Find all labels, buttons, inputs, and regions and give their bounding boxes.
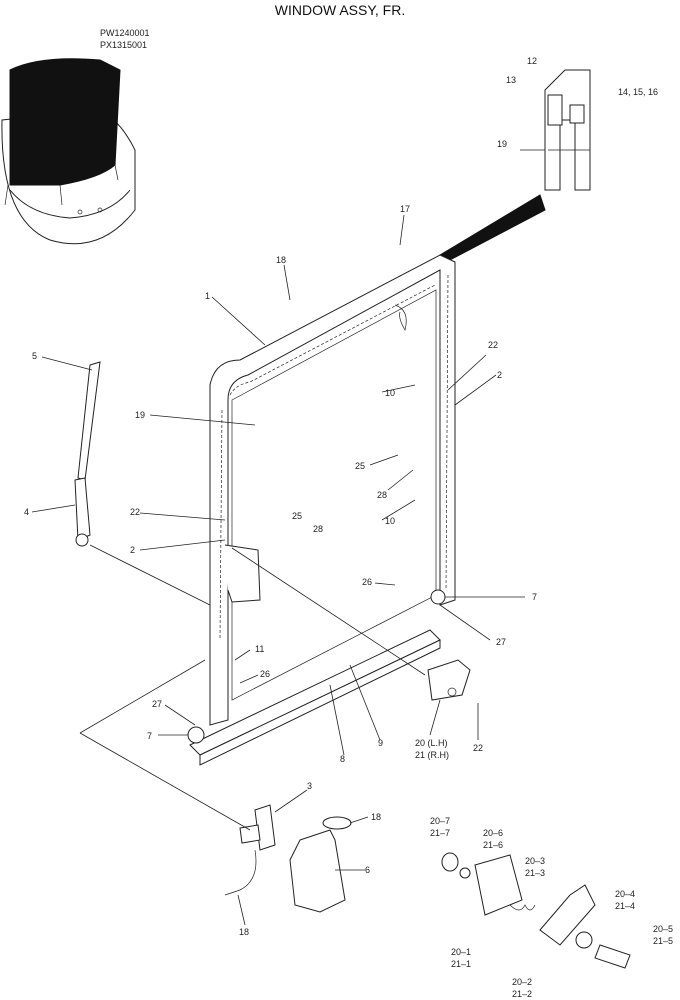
callout-28b: 28 bbox=[313, 524, 323, 534]
callout-22a: 22 bbox=[488, 340, 498, 350]
callout-19a: 19 bbox=[497, 139, 507, 149]
window-frame bbox=[187, 254, 456, 766]
washer-tank bbox=[289, 816, 352, 913]
callout-18a: 18 bbox=[276, 255, 286, 265]
callout-6: 6 bbox=[365, 865, 370, 875]
callout-20-1: 20–1 bbox=[451, 947, 471, 957]
callout-22b: 22 bbox=[130, 507, 140, 517]
callout-10b: 10 bbox=[385, 516, 395, 526]
callout-20: 20 (L.H) bbox=[415, 738, 448, 748]
callout-labels: 1 22 2 2 3 4 5 6 7 7 8 9 10 10 11 12 13 … bbox=[24, 56, 673, 999]
callout-10a: 10 bbox=[385, 388, 395, 398]
callout-21-4: 21–4 bbox=[615, 901, 635, 911]
callout-20-4: 20–4 bbox=[615, 889, 635, 899]
latch-assembly bbox=[427, 659, 471, 701]
diagram-title: WINDOW ASSY, FR. bbox=[275, 2, 405, 18]
latch-exploded-parts bbox=[441, 852, 631, 969]
callout-21-5: 21–5 bbox=[653, 936, 673, 946]
callout-2a: 2 bbox=[497, 370, 502, 380]
hinge-detail bbox=[438, 69, 591, 261]
callout-3: 3 bbox=[307, 781, 312, 791]
callout-19b: 19 bbox=[135, 410, 145, 420]
callout-27b: 27 bbox=[496, 637, 506, 647]
callout-26a: 26 bbox=[362, 577, 372, 587]
callout-12: 12 bbox=[527, 56, 537, 66]
callout-21: 21 (R.H) bbox=[415, 750, 449, 760]
callout-4: 4 bbox=[24, 507, 29, 517]
callout-7b: 7 bbox=[147, 731, 152, 741]
callout-13: 13 bbox=[506, 75, 516, 85]
callout-8: 8 bbox=[340, 754, 345, 764]
callout-21-2: 21–2 bbox=[512, 989, 532, 999]
callout-7a: 7 bbox=[532, 592, 537, 602]
callout-21-6: 21–6 bbox=[483, 840, 503, 850]
callout-21-3: 21–3 bbox=[525, 868, 545, 878]
callout-9: 9 bbox=[378, 738, 383, 748]
callout-20-5: 20–5 bbox=[653, 924, 673, 934]
callout-2b: 2 bbox=[130, 545, 135, 555]
callout-1: 1 bbox=[205, 291, 210, 301]
callout-20-3: 20–3 bbox=[525, 856, 545, 866]
callout-20-2: 20–2 bbox=[512, 977, 532, 987]
callout-20-6: 20–6 bbox=[483, 828, 503, 838]
callout-14-15-16: 14, 15, 16 bbox=[618, 87, 658, 97]
washer-motor bbox=[224, 804, 276, 896]
model-code-2: PX1315001 bbox=[100, 40, 147, 50]
leader-lines bbox=[31, 149, 545, 926]
callout-28a: 28 bbox=[377, 490, 387, 500]
model-code-1: PW1240001 bbox=[100, 28, 150, 38]
callout-25a: 25 bbox=[355, 461, 365, 471]
callout-26b: 26 bbox=[260, 669, 270, 679]
callout-11: 11 bbox=[255, 644, 264, 654]
callout-20-7: 20–7 bbox=[430, 816, 450, 826]
callout-18b: 18 bbox=[371, 812, 381, 822]
callout-21-7: 21–7 bbox=[430, 828, 450, 838]
cab-thumbnail bbox=[1, 58, 136, 245]
callout-27a: 27 bbox=[152, 699, 162, 709]
callout-17: 17 bbox=[400, 204, 410, 214]
callout-18c: 18 bbox=[239, 927, 249, 937]
callout-22c: 22 bbox=[473, 743, 483, 753]
callout-25b: 25 bbox=[292, 511, 302, 521]
callout-5: 5 bbox=[32, 351, 37, 361]
wiper-arm bbox=[74, 361, 101, 547]
callout-21-1: 21–1 bbox=[451, 959, 471, 969]
